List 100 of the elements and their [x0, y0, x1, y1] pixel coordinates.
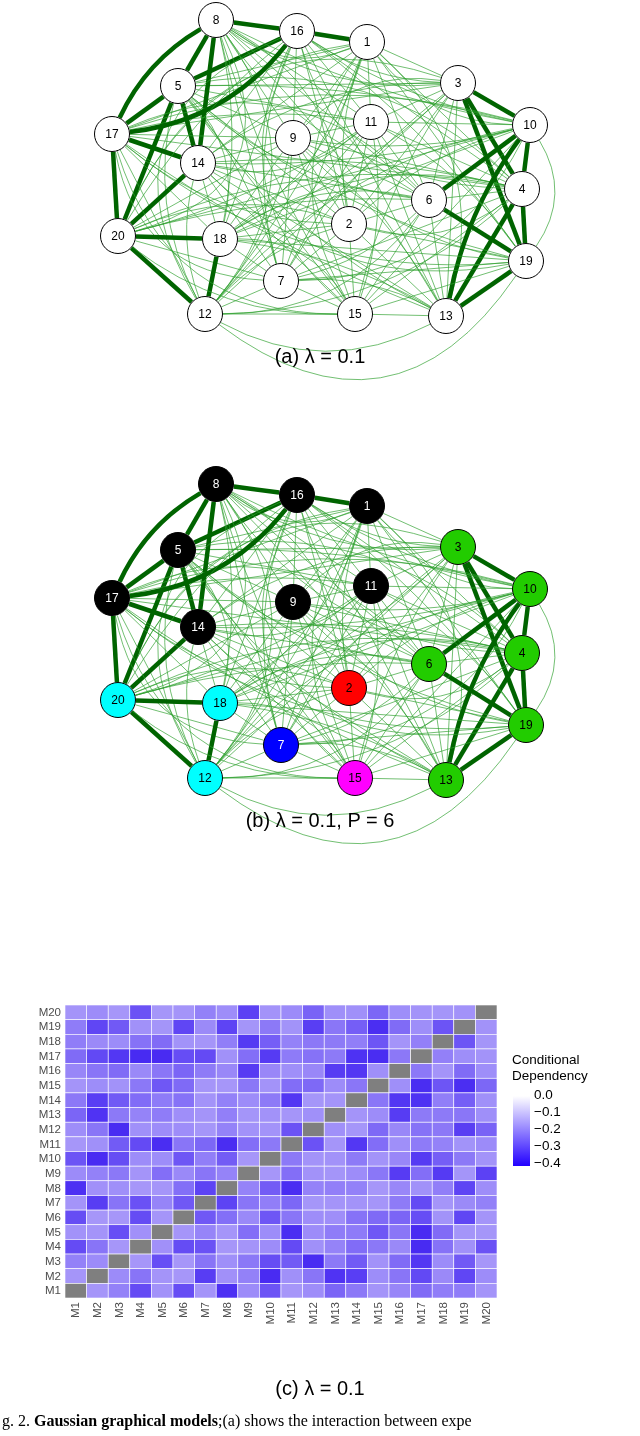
edge-line — [215, 129, 514, 165]
edge-line — [289, 601, 363, 730]
node-circle: 4 — [504, 171, 540, 207]
edge-line — [368, 199, 509, 304]
edge-line — [195, 509, 350, 547]
edge-line — [522, 142, 530, 172]
axis-label: M14 — [350, 1302, 364, 1325]
edge-line — [371, 729, 510, 774]
edge-line — [388, 121, 513, 126]
edge-line — [262, 510, 342, 767]
edge-line — [364, 678, 420, 764]
subfigure-caption: (a) λ = 0.1 — [274, 345, 366, 368]
axis-label: M18 — [436, 1302, 450, 1325]
edge-line — [301, 511, 345, 672]
edge-line — [215, 133, 358, 173]
edge-line — [282, 619, 292, 728]
axis-label: M20 — [38, 1005, 61, 1019]
node-circle: 19 — [508, 243, 544, 279]
axis-label: M8 — [45, 1181, 61, 1195]
edge-line — [122, 565, 174, 685]
node-circle: 1 — [349, 24, 385, 60]
edge-line — [219, 37, 278, 264]
edge-line — [386, 594, 517, 711]
edge-line — [125, 558, 165, 590]
edge-line — [215, 593, 514, 629]
edge-line — [431, 217, 444, 299]
edge-line — [379, 53, 510, 178]
edge-line — [214, 169, 333, 218]
axis-label: M12 — [306, 1302, 320, 1325]
axis-label: M2 — [45, 1269, 61, 1283]
edge-line — [231, 28, 348, 207]
edge-line — [133, 146, 278, 228]
edge-line — [310, 125, 354, 135]
node-circle: 13 — [428, 298, 464, 334]
edge-line — [129, 173, 187, 226]
node-circle: 7 — [263, 727, 299, 763]
node-circle: 10 — [512, 571, 548, 607]
edge-line — [191, 560, 509, 722]
edge-line — [135, 234, 203, 241]
axis-label: M17 — [38, 1049, 61, 1063]
edge-line — [225, 34, 284, 124]
node-circle: 14 — [180, 609, 216, 645]
edge-line — [535, 139, 556, 247]
axis-label: M5 — [45, 1225, 61, 1239]
edge-line — [129, 597, 276, 603]
edge-line — [298, 618, 350, 762]
tick-label: −0.4 — [534, 1155, 561, 1170]
axis-label: M16 — [393, 1302, 407, 1325]
edge-line — [195, 84, 513, 122]
edge-line — [117, 491, 202, 583]
edge-line — [210, 639, 509, 736]
edge-line — [216, 128, 513, 301]
axis-label: M1 — [45, 1284, 61, 1298]
edge-line — [237, 239, 509, 261]
node-circle: 11 — [353, 104, 389, 140]
edge-line — [304, 510, 439, 765]
axis-label: M14 — [38, 1093, 61, 1107]
node-circle: 12 — [187, 296, 223, 332]
edge-line — [373, 58, 423, 184]
edge-line — [126, 144, 430, 310]
edge-line — [116, 614, 338, 779]
edge-line — [311, 504, 513, 586]
edge-line — [229, 31, 416, 189]
edge-line — [225, 47, 292, 223]
edge-line — [381, 136, 419, 186]
tick-label: 0.0 — [534, 1087, 553, 1102]
edge-line — [462, 563, 522, 709]
edge-line — [307, 508, 361, 573]
axis-label: M9 — [242, 1302, 256, 1318]
edge-line — [293, 48, 297, 121]
edge-line — [311, 56, 357, 299]
edge-line — [431, 681, 444, 763]
node-circle: 15 — [337, 760, 373, 796]
edge-line — [126, 41, 284, 222]
edge-line — [129, 507, 288, 599]
edge-line — [212, 172, 432, 307]
edge-line — [310, 589, 354, 599]
edge-line — [236, 94, 446, 233]
edge-line — [117, 27, 202, 119]
edge-line — [432, 100, 455, 183]
edge-line — [134, 704, 265, 741]
node-circle: 3 — [440, 65, 476, 101]
edge-line — [190, 98, 230, 222]
edge-line — [230, 29, 357, 113]
edge-line — [125, 609, 332, 688]
edge-line — [314, 495, 350, 506]
edge-line — [125, 94, 165, 126]
node-circle: 2 — [331, 670, 367, 706]
edge-line — [361, 699, 434, 769]
edge-line — [157, 501, 281, 763]
edge-line — [230, 616, 283, 689]
node-circle: 11 — [353, 568, 389, 604]
edge-line — [129, 577, 354, 595]
edge-line — [129, 599, 505, 652]
edge-line — [233, 484, 280, 495]
node-circle: 4 — [504, 635, 540, 671]
edge-line — [302, 616, 340, 674]
edge-line — [520, 206, 528, 244]
edge-line — [191, 97, 509, 258]
edge-line — [119, 149, 198, 299]
